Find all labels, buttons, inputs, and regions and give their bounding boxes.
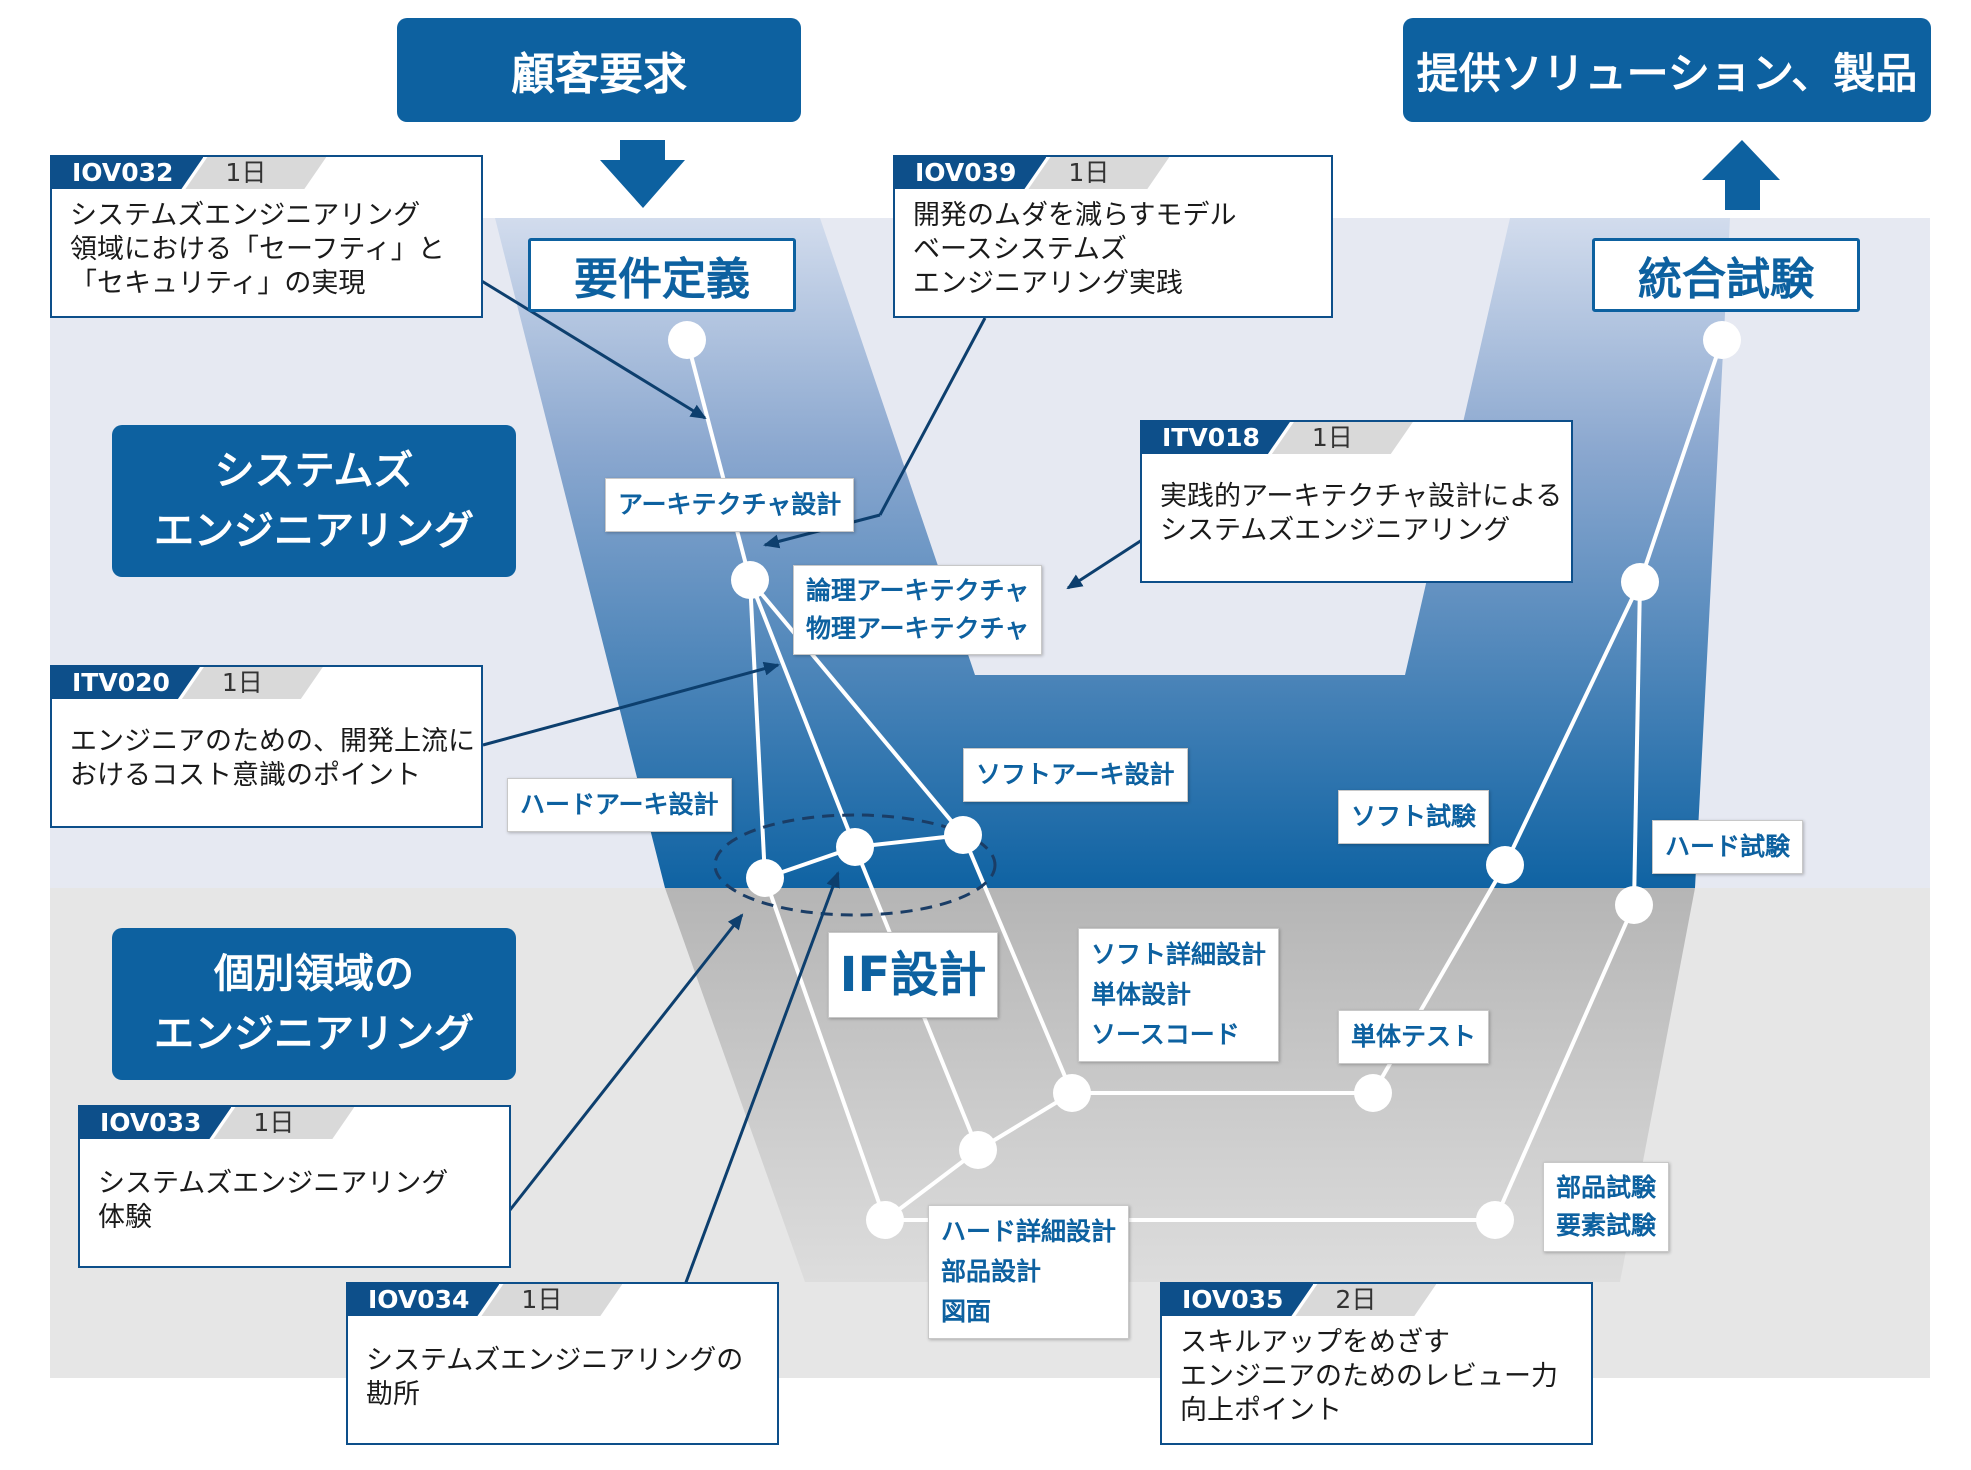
course-days: 1日 <box>185 157 326 189</box>
integration-test-phase: 統合試験 <box>1592 238 1860 312</box>
course-days: 1日 <box>213 1107 354 1139</box>
course-text: 実践的アーキテクチャ設計による <box>1160 481 1563 512</box>
provided-solution-header: 提供ソリューション、製品 <box>1403 18 1931 122</box>
if-design-ellipse <box>713 813 997 917</box>
course-text: エンジニアのためのレビュー力 <box>1180 1361 1558 1392</box>
parts-test-label: 部品試験 要素試験 <box>1543 1162 1670 1252</box>
course-days: 1日 <box>481 1284 622 1316</box>
individual-engineering-domain: 個別領域の エンジニアリング <box>112 928 516 1080</box>
software-test-label: ソフト試験 <box>1338 790 1490 844</box>
course-text: エンジニアのための、開発上流に <box>70 726 475 757</box>
customer-request-header: 顧客要求 <box>397 18 801 122</box>
up-arrow-icon <box>1702 140 1780 210</box>
course-code: IOV033 <box>80 1107 231 1139</box>
if-design-label: IF設計 <box>828 932 998 1018</box>
requirements-phase: 要件定義 <box>528 238 796 312</box>
software-detail-design-label: ソフト詳細設計 単体設計 ソースコード <box>1078 928 1280 1062</box>
logical-physical-architecture-label: 論理アーキテクチャ 物理アーキテクチャ <box>793 565 1043 655</box>
process-nodes <box>668 321 1741 1239</box>
course-code: ITV020 <box>52 667 200 699</box>
unit-test-label: 単体テスト <box>1338 1010 1490 1064</box>
down-arrow-icon <box>600 140 685 208</box>
course-text: 領域における「セーフティ」と <box>70 234 445 265</box>
systems-engineering-domain: システムズ エンジニアリング <box>112 425 516 577</box>
hardware-detail-design-label: ハード詳細設計 部品設計 図面 <box>928 1205 1130 1339</box>
course-code: IOV039 <box>895 157 1046 189</box>
course-text: おけるコスト意識のポイント <box>70 760 421 791</box>
course-days: 1日 <box>1028 157 1169 189</box>
course-days: 1日 <box>1272 422 1413 454</box>
course-days: 2日 <box>1295 1284 1436 1316</box>
course-text: システムズエンジニアリング <box>98 1168 449 1199</box>
software-architecture-label: ソフトアーキ設計 <box>963 748 1188 802</box>
course-code: IOV032 <box>52 157 203 189</box>
course-code: ITV018 <box>1142 422 1290 454</box>
course-code: IOV035 <box>1162 1284 1313 1316</box>
hardware-architecture-label: ハードアーキ設計 <box>507 778 732 832</box>
course-text: エンジニアリング実践 <box>913 268 1183 299</box>
course-text: システムズエンジニアリング <box>70 200 421 231</box>
course-text: 体験 <box>98 1202 152 1233</box>
course-text: 勘所 <box>366 1379 420 1410</box>
architecture-design-label: アーキテクチャ設計 <box>605 478 855 532</box>
course-text: システムズエンジニアリングの <box>366 1345 744 1376</box>
course-text: 向上ポイント <box>1180 1395 1342 1426</box>
course-text: ベースシステムズ <box>913 234 1127 265</box>
course-code: IOV034 <box>348 1284 499 1316</box>
course-text: 開発のムダを減らすモデル <box>913 200 1237 231</box>
course-text: システムズエンジニアリング <box>1160 515 1511 546</box>
hardware-test-label: ハード試験 <box>1652 820 1804 874</box>
course-text: スキルアップをめざす <box>1180 1327 1450 1358</box>
course-arrows <box>479 278 1143 1286</box>
course-days: 1日 <box>182 667 323 699</box>
course-text: 「セキュリティ」の実現 <box>70 268 366 299</box>
